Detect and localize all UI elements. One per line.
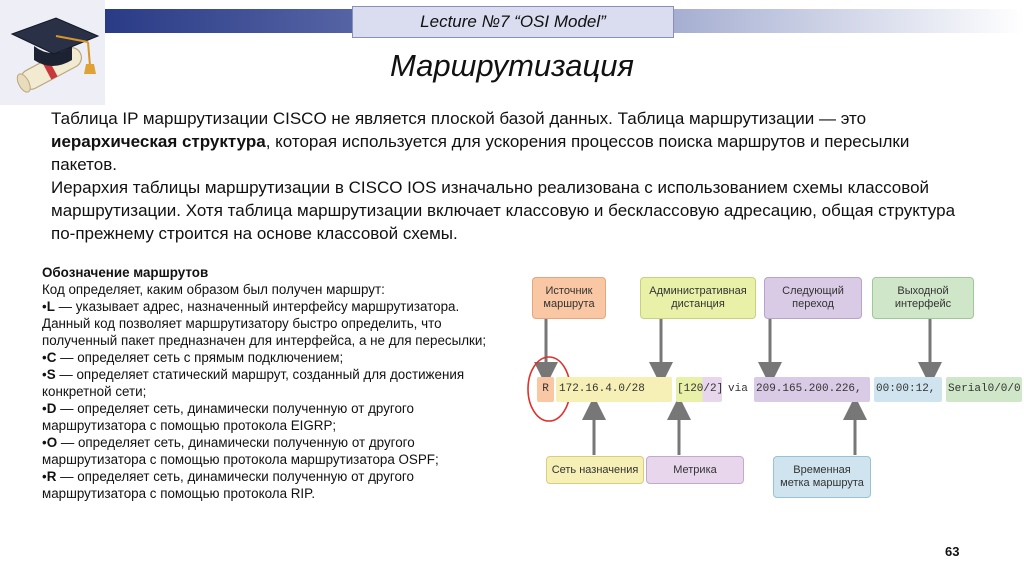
route-code-letter: D: [46, 401, 57, 416]
route-code-bullet: •: [42, 367, 47, 382]
page-number: 63: [945, 544, 960, 559]
route-code-bullet: •: [42, 350, 47, 365]
box-metric-label: Метрика: [673, 463, 717, 476]
route-code-text: — указывает адрес, назначенный интерфейс…: [54, 299, 460, 314]
route-code-letter: L: [46, 299, 55, 314]
paragraph-1-text-a: Таблица IP маршрутизации CISCO не являет…: [51, 109, 867, 128]
paragraph-1-text-b: , которая используется для ускорения про…: [51, 132, 910, 174]
route-code-text: — определяет сеть, динамически полученну…: [56, 401, 414, 416]
route-code-line: •C — определяет сеть с прямым подключени…: [42, 349, 552, 366]
route-code-letter: C: [46, 350, 57, 365]
slide-title: Маршрутизация: [390, 48, 634, 83]
route-code-line: •S — определяет статический маршрут, соз…: [42, 366, 552, 383]
graduation-cap-logo: [0, 0, 105, 105]
entry-metric-block: [120/2]: [676, 377, 723, 402]
route-code-line: маршрутизатора с помощью протокола EIGRP…: [42, 418, 337, 433]
route-codes-notes: Обозначение маршрутов Код определяет, ка…: [42, 264, 552, 502]
paragraph-2: Иерархия таблицы маршрутизации в CISCO I…: [51, 178, 956, 243]
box-metric: Метрика: [646, 456, 744, 484]
route-code-letter: R: [46, 469, 57, 484]
entry-network: 172.16.4.0/28: [556, 377, 672, 402]
notes-heading: Обозначение маршрутов: [42, 265, 209, 280]
route-code-line: маршрутизатора с помощью протокола маршр…: [42, 452, 439, 467]
route-code-line: маршрутизатора с помощью протокола RIP.: [42, 486, 316, 501]
route-code-bullet: •: [42, 469, 47, 484]
route-code-bullet: •: [42, 435, 47, 450]
route-code-bullet: •: [42, 401, 47, 416]
route-code-text: — определяет сеть с прямым подключением;: [56, 350, 344, 365]
route-code-line: •O — определяет сеть, динамически получе…: [42, 434, 552, 451]
lecture-title: Lecture №7 “OSI Model”: [352, 6, 674, 38]
entry-via: via: [728, 383, 748, 395]
entry-next-hop: 209.165.200.226,: [754, 377, 870, 402]
entry-interface: Serial0/0/0: [946, 377, 1022, 402]
box-destination-network-label: Сеть назначения: [551, 463, 639, 476]
route-code-text: — определяет статический маршрут, создан…: [55, 367, 465, 382]
route-code-line: полученный пакет предназначен для интерф…: [42, 333, 487, 348]
route-code-line: •R — определяет сеть, динамически получе…: [42, 468, 552, 485]
entry-timer: 00:00:12,: [874, 377, 942, 402]
notes-list: •L — указывает адрес, назначенный интерф…: [42, 298, 552, 502]
paragraph-1-bold: иерархическая структура: [51, 132, 266, 151]
paragraph-1: Таблица IP маршрутизации CISCO не являет…: [51, 107, 976, 176]
route-code-line: Данный код позволяет маршрутизатору быст…: [42, 316, 442, 331]
route-code-text: — определяет сеть, динамически полученну…: [56, 469, 414, 484]
route-code-line: •L — указывает адрес, назначенный интерф…: [42, 298, 552, 315]
box-destination-network: Сеть назначения: [546, 456, 644, 484]
route-code-letter: S: [46, 367, 56, 382]
notes-intro: Код определяет, каким образом был получе…: [42, 282, 385, 297]
entry-code: R: [537, 377, 554, 402]
route-code-text: — определяет сеть, динамически полученну…: [57, 435, 415, 450]
route-code-line: конкретной сети;: [42, 384, 147, 399]
route-code-bullet: •: [42, 299, 47, 314]
route-code-letter: O: [46, 435, 58, 450]
route-code-line: •D — определяет сеть, динамически получе…: [42, 400, 552, 417]
